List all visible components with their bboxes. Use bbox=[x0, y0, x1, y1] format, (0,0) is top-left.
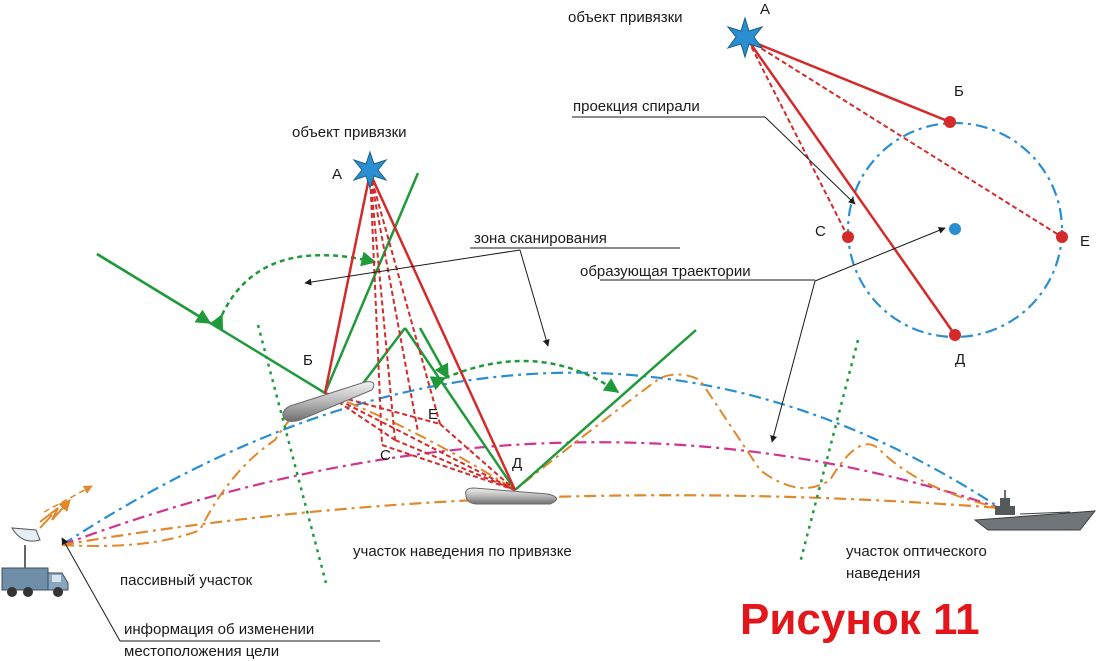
spiral-projection: А Б С Е Д bbox=[726, 1, 1090, 368]
point-b-top: Б bbox=[954, 83, 964, 100]
boundary-optical bbox=[798, 339, 860, 564]
orange-oscillating-trajectory bbox=[61, 373, 1001, 547]
label-optical-guidance-line2: наведения bbox=[846, 565, 920, 582]
point-c-top: С bbox=[815, 223, 826, 240]
boundary-passive bbox=[256, 324, 328, 584]
missile-icon bbox=[282, 381, 375, 422]
label-scan-zone: зона сканирования bbox=[474, 230, 607, 247]
text-labels: объект привязки объект привязки проекция… bbox=[120, 9, 987, 660]
point-e-main: Е bbox=[428, 406, 438, 423]
trajectories bbox=[61, 371, 1001, 547]
label-target-info-line1: информация об изменении bbox=[124, 621, 314, 638]
point-b-main: Б bbox=[303, 352, 313, 369]
label-optical-guidance-line1: участок оптического bbox=[846, 543, 987, 560]
point-c-main: С bbox=[380, 447, 391, 464]
star-icon bbox=[726, 16, 764, 59]
point-a-main: А bbox=[332, 166, 342, 183]
label-passive-section: пассивный участок bbox=[120, 572, 253, 589]
leader-lines bbox=[61, 116, 946, 642]
ship-icon bbox=[973, 490, 1097, 531]
label-anchor-object-main: объект привязки bbox=[292, 124, 407, 141]
blue-trajectory bbox=[61, 371, 1001, 546]
section-boundaries bbox=[256, 324, 860, 584]
label-target-info-line2: местоположения цели bbox=[124, 643, 279, 660]
point-d-top: Д bbox=[955, 351, 965, 368]
point-e-top: Е bbox=[1080, 233, 1090, 250]
label-anchor-guidance-section: участок наведения по привязке bbox=[353, 543, 572, 560]
label-anchor-object-top: объект привязки bbox=[568, 9, 683, 26]
point-d-main: Д bbox=[512, 455, 522, 472]
star-icon bbox=[352, 150, 388, 190]
label-generating-trajectory: образующая траектории bbox=[580, 263, 751, 280]
figure-caption: Рисунок 11 bbox=[740, 595, 980, 644]
magenta-trajectory bbox=[61, 441, 1001, 547]
scan-line-d-right bbox=[514, 329, 697, 491]
label-spiral-projection: проекция спирали bbox=[573, 98, 700, 115]
scan-arc-upper bbox=[209, 251, 377, 331]
missile-icon bbox=[465, 487, 557, 505]
point-a-top: А bbox=[760, 1, 770, 18]
scan-scheme-main: А Б С Е Д bbox=[96, 150, 697, 505]
scan-line-d-left bbox=[403, 327, 517, 491]
scan-arc-lower bbox=[429, 359, 620, 394]
radar-truck-icon bbox=[1, 485, 93, 597]
scan-line-connector bbox=[357, 327, 406, 391]
